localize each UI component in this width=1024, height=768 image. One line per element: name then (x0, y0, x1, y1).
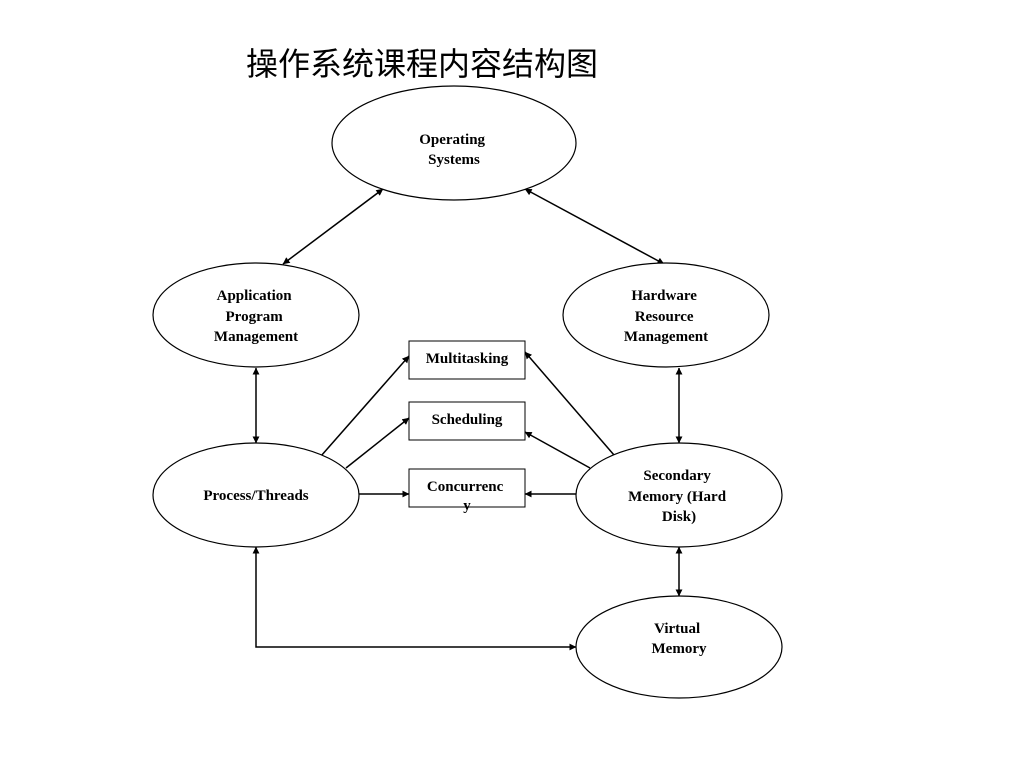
node-operating-systems: Operating Systems (331, 85, 577, 201)
svg-text:Operating Systems: Operating Systems (419, 132, 489, 168)
node-secondary-memory: Secondary Memory (Hard Disk) (575, 442, 783, 548)
node-multitasking: Multitasking (408, 340, 526, 380)
svg-text:Hardware Resource: Hardware Resource Management (624, 288, 708, 345)
svg-text:Virtual Memory: Virtual Memory (652, 621, 707, 657)
node-scheduling: Scheduling (408, 401, 526, 441)
link-process-multitasking (320, 355, 410, 457)
link-os-application (282, 188, 384, 265)
link-secondary-multitasking (524, 351, 615, 456)
link-os-hardware (524, 188, 665, 265)
node-concurrency: Concurrenc y (408, 468, 526, 514)
node-application-program-management: Application Program Management (152, 262, 360, 368)
node-virtual-memory: Virtual Memory (575, 595, 783, 699)
svg-text:Secondary Memory (Hard: Secondary Memory (Hard Disk) (628, 468, 730, 525)
node-process-threads: Process/Threads (152, 442, 360, 548)
link-secondary-scheduling (524, 431, 591, 469)
svg-text:Multitasking: Multitasking (426, 351, 509, 367)
link-process-scheduling (345, 417, 410, 469)
link-process-virtual (252, 546, 577, 651)
svg-text:Process/Threads: Process/Threads (203, 488, 308, 504)
diagram-title: 操作系统课程内容结构图 (246, 45, 599, 83)
node-hardware-resource-management: Hardware Resource Management (562, 262, 770, 368)
svg-text:Scheduling: Scheduling (432, 412, 503, 428)
svg-text:Application Program: Application Program Management (214, 288, 298, 345)
svg-text:Concurrenc y: Concurrenc y (427, 479, 507, 514)
